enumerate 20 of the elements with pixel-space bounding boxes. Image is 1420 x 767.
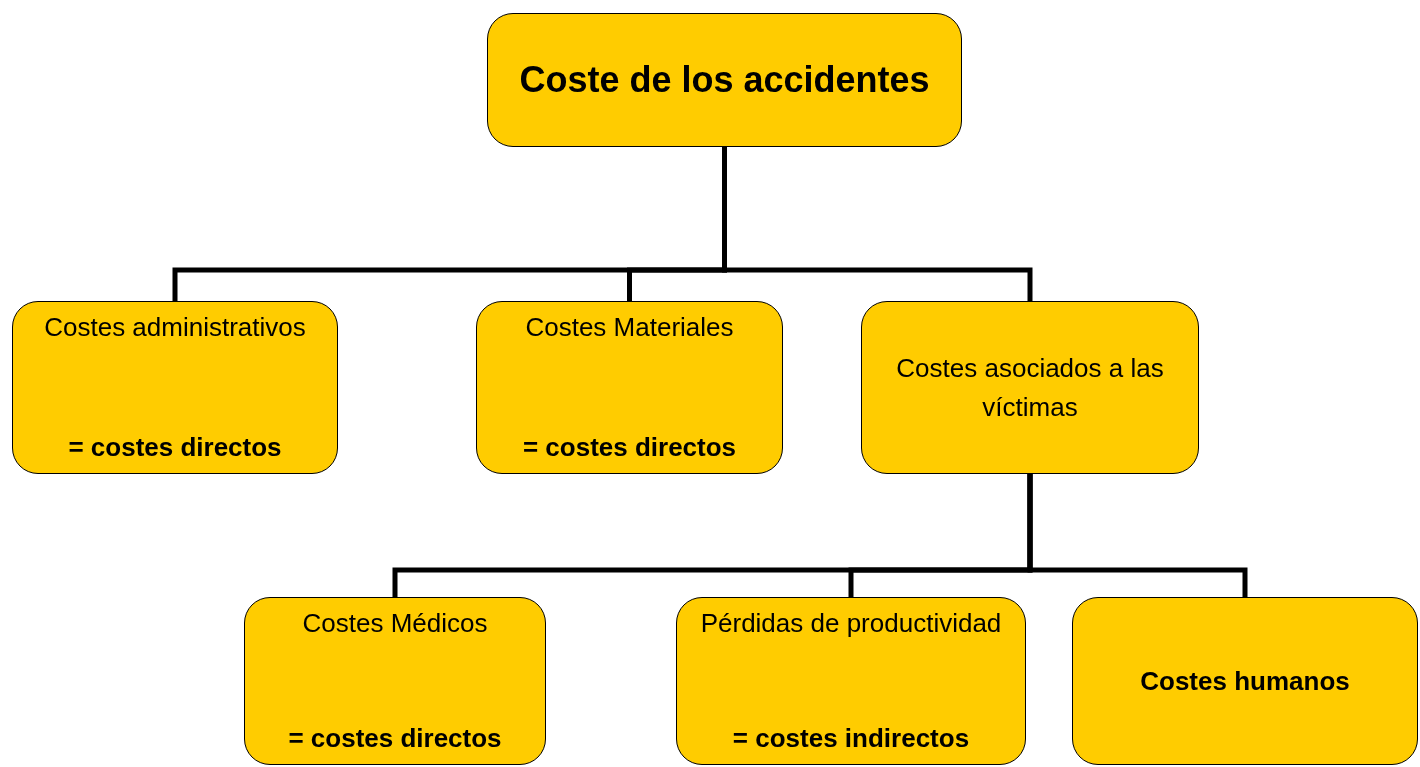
box-title: Pérdidas de productividad bbox=[700, 607, 1002, 640]
cost-type-note: = costes directos bbox=[522, 431, 737, 464]
cost-box bbox=[12, 301, 338, 474]
cost-box bbox=[861, 301, 1199, 474]
cost-type-note: = costes directos bbox=[288, 722, 502, 755]
box-title: Costes asociados a las víctimas bbox=[895, 351, 1165, 424]
cost-box bbox=[676, 597, 1026, 765]
box-title: Costes Materiales bbox=[525, 311, 734, 344]
connector-line bbox=[1027, 474, 1248, 597]
cost-box bbox=[244, 597, 546, 765]
box-title: Costes Médicos bbox=[302, 607, 488, 640]
box-title: Coste de los accidentes bbox=[519, 58, 930, 102]
cost-type-note: = costes directos bbox=[68, 431, 282, 464]
cost-box bbox=[487, 13, 962, 147]
cost-box bbox=[476, 301, 783, 474]
box-title: Costes humanos bbox=[1140, 664, 1350, 698]
cost-box bbox=[1072, 597, 1418, 765]
cost-type-note: = costes indirectos bbox=[732, 722, 970, 755]
connector-line bbox=[722, 147, 1033, 301]
box-title: Costes administrativos bbox=[44, 311, 306, 344]
